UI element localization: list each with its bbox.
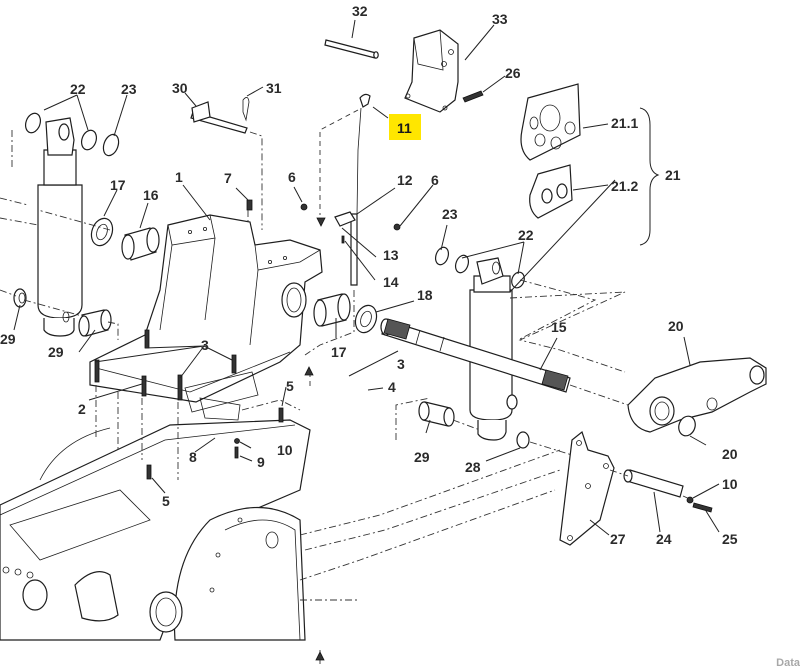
seal-ring-22-left-b [80,129,98,151]
seal-ring-22-right-a [454,254,470,274]
callout-14[interactable]: 14 [383,274,399,290]
callout-7[interactable]: 7 [224,170,232,186]
seal-ring-22-right-b [511,271,525,289]
seal-17-left [90,217,114,247]
callout-18[interactable]: 20 [668,318,684,334]
callout-16[interactable]: 16 [143,187,159,203]
callout-9[interactable]: 9 [257,454,265,470]
callout-21-1[interactable]: 21.1 [611,115,638,131]
watermark-text: Data [776,657,800,669]
callout-5[interactable]: 5 [162,493,170,509]
callout-20[interactable]: 20 [722,446,738,462]
pin-32 [324,39,379,59]
bushing-16-right [313,293,351,327]
callout-17[interactable]: 17 [110,177,126,193]
bolt-26 [462,90,484,103]
callout-23[interactable]: 23 [442,206,458,222]
ring-28-right [516,431,530,449]
bushing-29-left [78,309,112,337]
callout-31[interactable]: 31 [266,80,282,96]
callout-21[interactable]: 21 [665,167,681,183]
guide-tube-12 [334,211,358,286]
callout-labels: 22 23 30 31 32 33 26 11 21.1 21.2 21 1 7… [0,3,738,547]
bolt-25 [692,502,713,513]
callout-1[interactable]: 1 [175,169,183,185]
callout-29[interactable]: 29 [414,449,430,465]
r-clip-31 [242,97,250,122]
seal-ring-23-right [434,246,450,266]
final-drive-housing [149,506,306,641]
callout-8[interactable]: 8 [189,449,197,465]
bushing-16-left [121,227,160,261]
seal-ring-22-left-a [24,112,42,134]
callout-21-2[interactable]: 21.2 [611,178,638,194]
cross-shaft-15 [380,318,571,393]
grease-nipple-6-right [393,223,401,231]
pin-24 [623,469,684,498]
callout-3[interactable]: 3 [397,356,405,372]
callout-10[interactable]: 10 [277,442,293,458]
callout-30[interactable]: 30 [172,80,188,96]
main-housing [89,214,323,403]
screw-14 [341,235,345,244]
seal-17-right [354,304,378,334]
seal-kit-21-2 [529,164,573,219]
callout-3[interactable]: 3 [201,337,209,353]
left-lift-cylinder [37,117,83,337]
callout-10[interactable]: 10 [722,476,738,492]
callout-13[interactable]: 13 [383,247,399,263]
callout-26[interactable]: 26 [505,65,521,81]
washer-10-left [234,438,240,444]
seal-ring-23-left [102,133,120,157]
bracket-33 [404,29,459,113]
callout-23[interactable]: 23 [121,81,137,97]
callout-12[interactable]: 12 [397,172,413,188]
brace-21 [639,107,660,246]
callout-5[interactable]: 5 [286,378,294,394]
dowel-5-left [146,464,152,480]
arrow-up-icon [304,366,314,376]
callout-22[interactable]: 22 [518,227,534,243]
pin-30 [190,101,248,134]
callout-28[interactable]: 28 [465,459,481,475]
callout-33[interactable]: 33 [492,11,508,27]
callout-6[interactable]: 6 [288,169,296,185]
callout-15[interactable]: 15 [551,319,567,335]
callout-22[interactable]: 22 [70,81,86,97]
stud-9 [234,446,239,459]
leader-lines [13,19,720,536]
arrow-up-icon [315,651,325,661]
grease-nipple-6-left [300,203,308,211]
lift-arm-18 [627,357,767,433]
seal-kit-21-1 [520,83,581,161]
grease-nipple-7 [246,199,253,211]
callout-2[interactable]: 2 [78,401,86,417]
callout-6[interactable]: 6 [431,172,439,188]
callout-24[interactable]: 24 [656,531,672,547]
arrow-down-icon [316,217,326,227]
circlip-20 [678,415,696,437]
highlight-box-11 [389,114,421,140]
transmission-housing [0,371,311,641]
lift-rod-11 [356,93,371,216]
callout-25[interactable]: 25 [722,531,738,547]
callout-27[interactable]: 27 [610,531,626,547]
callout-29[interactable]: 29 [48,344,64,360]
dowel-5-right [278,407,284,423]
callout-16[interactable]: 17 [331,344,347,360]
ring-28-left [13,288,27,308]
callout-17[interactable]: 18 [417,287,433,303]
bracket-27 [559,430,615,546]
callout-4[interactable]: 4 [388,379,396,395]
callout-11[interactable]: 11 [397,120,412,136]
bolts-3 [94,329,237,401]
callout-28[interactable]: 29 [0,331,16,347]
bushing-29-right [418,401,455,427]
callout-32[interactable]: 32 [352,3,368,19]
